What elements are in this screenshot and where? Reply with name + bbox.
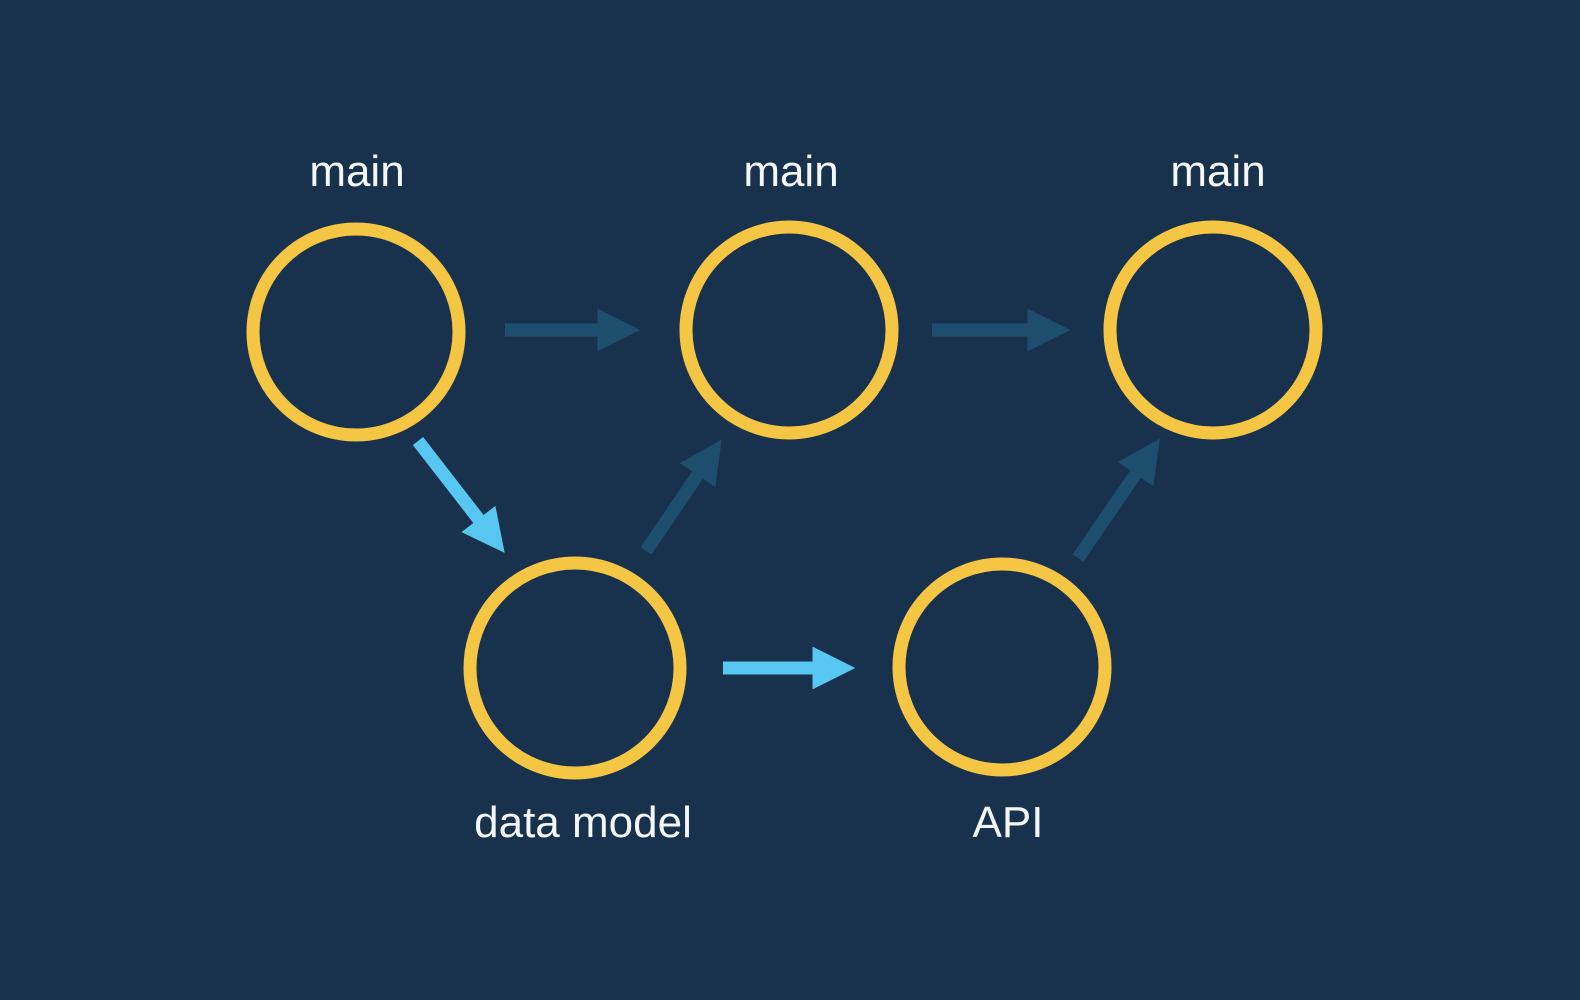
commit-node-main-3 xyxy=(1103,220,1323,440)
commit-node-data-model xyxy=(463,556,687,780)
nodes-layer xyxy=(246,220,1323,780)
edge-api-main3 xyxy=(1072,438,1160,562)
node-label-main-2: main xyxy=(743,147,838,196)
labels-layer: main main main data model API xyxy=(309,147,1265,847)
node-label-data-model: data model xyxy=(474,798,692,847)
node-label-main-3: main xyxy=(1170,147,1265,196)
commit-node-main-1 xyxy=(246,222,466,442)
edge-datamodel-main2 xyxy=(640,439,722,555)
node-label-main-1: main xyxy=(309,147,404,196)
edge-main1-datamodel xyxy=(412,437,505,553)
commit-node-main-2 xyxy=(679,220,899,440)
node-label-api: API xyxy=(973,798,1044,847)
commit-node-api xyxy=(892,557,1112,777)
edges-layer xyxy=(412,308,1160,690)
